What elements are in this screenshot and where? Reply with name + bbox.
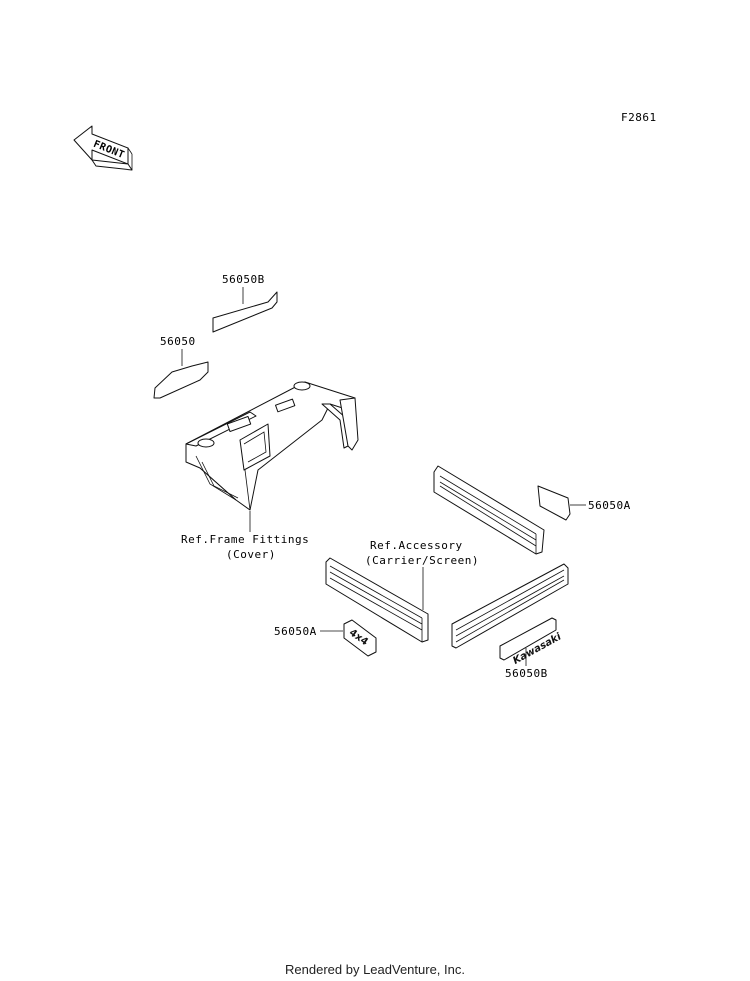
ref-frame-line1: Ref.Frame Fittings <box>181 533 309 546</box>
carrier-panel-front <box>451 563 569 649</box>
decal-56050b-bottom: Kawasaki 56050B <box>499 617 564 680</box>
figure-code: F2861 <box>621 111 657 124</box>
decal-56050b-top: 56050B <box>212 273 278 333</box>
label-56050: 56050 <box>160 335 196 348</box>
decal-56050a-right: 56050A <box>537 485 631 521</box>
decal-56050: 56050 <box>153 335 209 399</box>
ref-acc-line1: Ref.Accessory <box>370 539 463 552</box>
label-56050a-right: 56050A <box>588 499 631 512</box>
rear-cover-part <box>185 381 359 511</box>
decal-56050a-left: 56050A 4x4 <box>274 619 377 657</box>
ref-frame-fittings: Ref.Frame Fittings (Cover) <box>181 511 309 561</box>
carrier-panel-left <box>325 557 429 643</box>
ref-acc-line2: (Carrier/Screen) <box>365 554 479 567</box>
front-arrow-icon: FRONT <box>73 125 133 171</box>
label-56050b-top: 56050B <box>222 273 265 286</box>
carrier-panel-upper <box>433 465 545 555</box>
footer-credit: Rendered by LeadVenture, Inc. <box>285 962 465 977</box>
label-56050a-left: 56050A <box>274 625 317 638</box>
ref-frame-line2: (Cover) <box>226 548 276 561</box>
ref-accessory: Ref.Accessory (Carrier/Screen) <box>365 539 479 610</box>
label-56050b-bottom: 56050B <box>505 667 548 680</box>
